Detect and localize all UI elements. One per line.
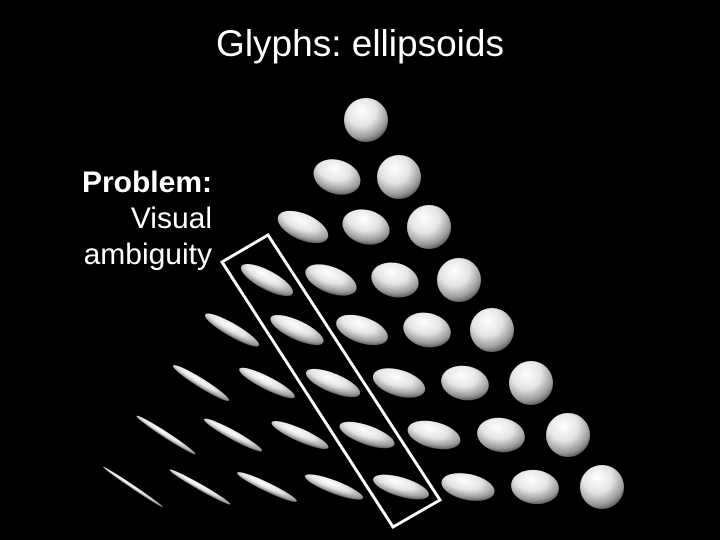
ellipsoid-glyph [136, 415, 196, 455]
ambiguity-highlight-frame [219, 232, 443, 530]
ellipsoid-glyph [172, 365, 230, 401]
ellipsoid-glyph [407, 420, 461, 450]
ellipsoid-glyph [204, 313, 260, 347]
ellipsoid-glyph [313, 159, 361, 195]
ellipsoid-glyph [271, 421, 329, 449]
ellipsoid-glyph [239, 367, 295, 399]
ellipsoid-glyph [437, 258, 481, 302]
ellipsoid-glyph [305, 264, 357, 296]
ellipsoid-glyph [371, 262, 419, 298]
ellipsoid-glyph [441, 473, 495, 501]
ellipsoid-glyph [344, 98, 388, 142]
problem-line-ambiguity: ambiguity [83, 238, 212, 271]
problem-callout: Problem: Visual ambiguity [20, 165, 212, 273]
ellipsoid-glyph [477, 417, 525, 453]
ellipsoid-glyph [580, 465, 624, 509]
ellipsoid-glyph [509, 361, 553, 405]
ellipsoid-glyph [305, 368, 361, 398]
ellipsoid-glyph [339, 421, 395, 449]
ellipsoid-glyph [304, 474, 364, 500]
problem-line-visual: Visual [130, 202, 212, 235]
ellipsoid-glyph [270, 314, 324, 346]
glyph-layer [103, 98, 624, 509]
slide-title: Glyphs: ellipsoids [216, 23, 504, 64]
ellipsoid-glyph [336, 314, 388, 346]
ellipsoid-glyph [277, 210, 329, 244]
ellipsoid-glyph [372, 368, 426, 398]
ellipsoid-glyph [441, 365, 489, 401]
ellipsoid-glyph [241, 264, 293, 296]
ellipsoid-glyph [169, 469, 231, 505]
ellipsoid-glyph [546, 413, 590, 457]
ellipsoid-glyph [407, 205, 451, 249]
ellipsoid-glyph [373, 474, 429, 500]
ellipsoid-glyph [403, 312, 451, 348]
ellipsoid-glyph [237, 472, 297, 502]
ellipsoid-glyph [342, 209, 390, 245]
ellipsoid-glyph [511, 469, 559, 505]
problem-heading: Problem: [81, 166, 212, 199]
ellipsoid-glyph [470, 308, 514, 352]
ellipsoid-glyph [377, 155, 421, 199]
ellipsoid-glyph [103, 466, 163, 508]
ellipsoid-glyph [204, 418, 262, 452]
